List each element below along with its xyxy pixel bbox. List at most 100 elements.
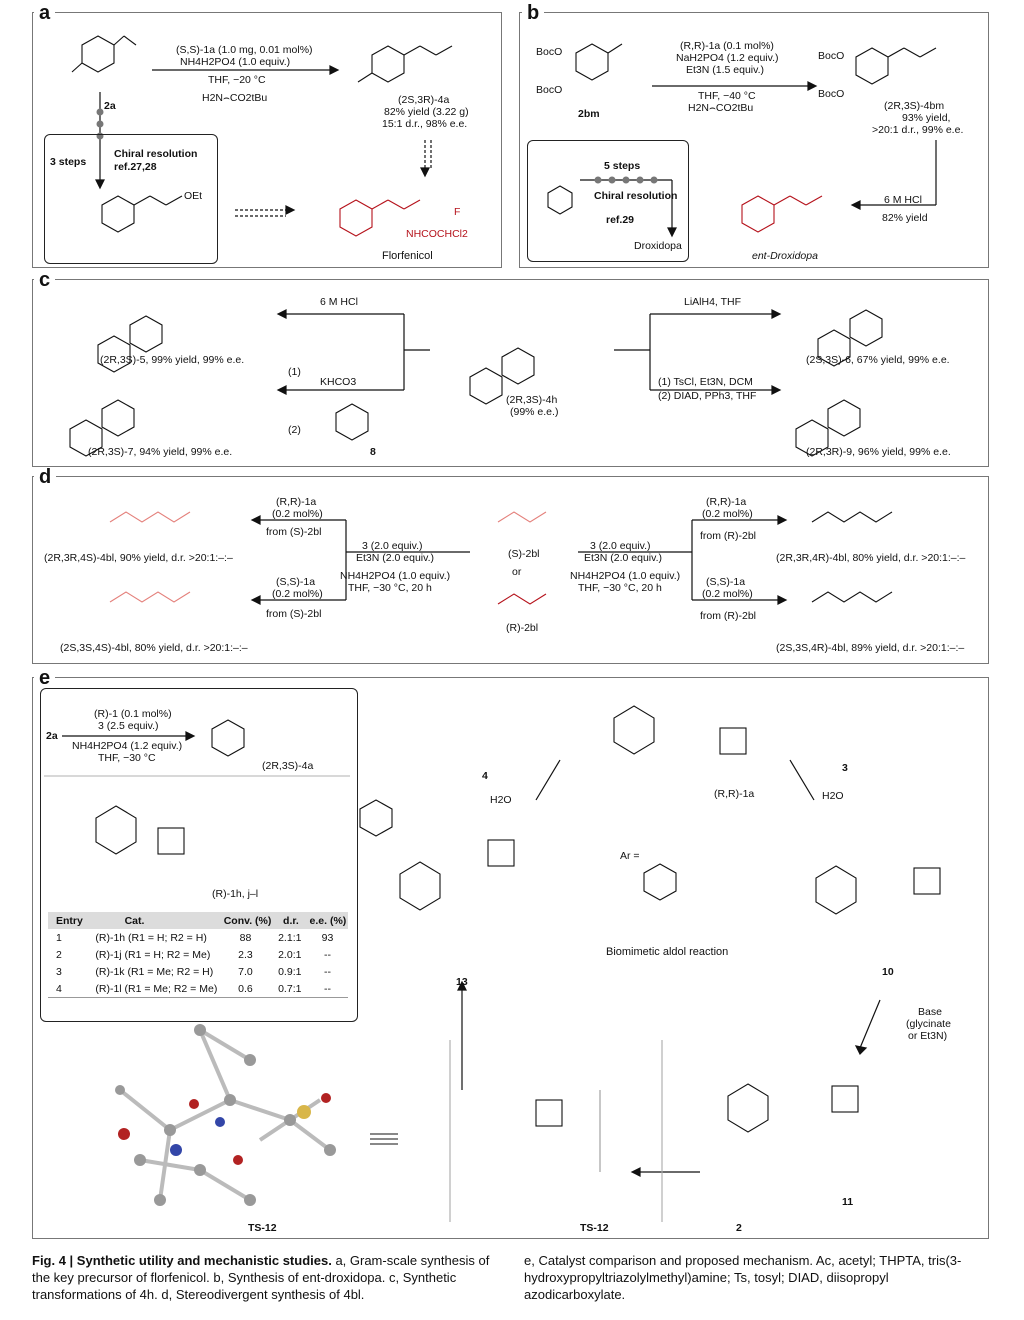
panel-e-int-10: 10: [882, 966, 894, 978]
panel-d-lb-product: (2S,3S,4S)-4bl, 80% yield, d.r. >20:1:–:…: [60, 642, 248, 654]
panel-b-hcl: 6 M HCl: [884, 194, 922, 206]
table-cell: --: [324, 965, 331, 978]
panel-e-int-11: 11: [842, 1196, 854, 1208]
panel-a-product-name: (2S,3R)-4a: [398, 94, 450, 106]
panel-b-cond-4: THF, −40 °C: [698, 90, 756, 102]
panel-e-int-13: 13: [456, 976, 468, 988]
panel-e-cond-3: NH4H2PO4 (1.2 equiv.): [72, 740, 183, 752]
panel-e-base-1: Base: [918, 1006, 942, 1018]
panel-a-reagent: H2N⌢CO2tBu: [202, 92, 268, 104]
panel-c-label: c: [34, 270, 56, 290]
panel-e-ts-label: TS-12: [580, 1222, 609, 1234]
panel-b-reagent: H2N⌢CO2tBu: [688, 102, 754, 114]
panel-e-cat-main: (R,R)-1a: [714, 788, 755, 800]
panel-a-label: a: [34, 3, 56, 23]
panel-a-side-f: F: [454, 206, 461, 218]
panel-b-product-name: (2R,3S)-4bm: [884, 100, 945, 112]
panel-d-rb-product: (2S,3S,4R)-4bl, 89% yield, d.r. >20:1:–:…: [776, 642, 965, 654]
table-cell: 4: [56, 982, 62, 995]
figure-caption-left: Fig. 4 | Synthetic utility and mechanist…: [32, 1252, 492, 1303]
panel-d-lcond-1: 3 (2.0 equiv.): [362, 540, 423, 552]
panel-e-aldol: Biomimetic aldol reaction: [606, 946, 729, 958]
panel-d-lb-cat-1: (S,S)-1a: [276, 576, 316, 588]
panel-d-rt-cat-2: (0.2 mol%): [702, 508, 753, 520]
panel-c-rt-product: (2S,3S)-6, 67% yield, 99% e.e.: [806, 354, 950, 366]
panel-d-rcond-3: NH4H2PO4 (1.0 equiv.): [570, 570, 681, 582]
panel-e-substrate: 2a: [46, 730, 58, 742]
table-row: 1 (R)-1h (R1 = H; R2 = H) 88 2.1:1 93: [48, 929, 348, 946]
table-header-cell: e.e. (%): [309, 914, 347, 927]
table-cell: (R)-1h (R1 = H; R2 = H): [95, 931, 207, 944]
panel-c-lb-product: (2R,3S)-7, 94% yield, 99% e.e.: [88, 446, 233, 458]
panel-d-rcond-2: Et3N (2.0 equiv.): [584, 552, 663, 564]
panel-c-rb-reagent-2: (2) DIAD, PPh3, THF: [658, 390, 757, 402]
panel-c-l-step1: (1): [288, 366, 301, 378]
panel-b-boco-2: BocO: [536, 84, 563, 96]
panel-a-cond-1: (S,S)-1a (1.0 mg, 0.01 mol%): [176, 44, 313, 56]
panel-d-rcond-1: 3 (2.0 equiv.): [590, 540, 651, 552]
table-row: 4 (R)-1l (R1 = Me; R2 = Me) 0.6 0.7:1 --: [48, 980, 348, 998]
panel-e-cond-1: (R)-1 (0.1 mol%): [94, 708, 172, 720]
caption-title: Fig. 4 | Synthetic utility and mechanist…: [32, 1253, 332, 1268]
table-cell: (R)-1j (R1 = H; R2 = Me): [95, 948, 211, 961]
panel-d-rcond-4: THF, −30 °C, 20 h: [578, 582, 662, 594]
panel-a-product-sel: 15:1 d.r., 98% e.e.: [382, 118, 468, 130]
caption-d: d, Stereodivergent synthesis of 4bl.: [161, 1287, 365, 1302]
panel-b-cond-1: (R,R)-1a (0.1 mol%): [680, 40, 774, 52]
figure-caption-right: e, Catalyst comparison and proposed mech…: [524, 1252, 984, 1303]
panel-b-hcl-yield: 82% yield: [882, 212, 928, 224]
panel-e-product: (2R,3S)-4a: [262, 760, 314, 772]
table-header: Entry Cat. Conv. (%) d.r. e.e. (%): [48, 912, 348, 929]
panel-b-boco-1: BocO: [536, 46, 563, 58]
table-cell: 0.7:1: [278, 982, 302, 995]
table-cell: (R)-1k (R1 = Me; R2 = H): [95, 965, 214, 978]
panel-e-ar-def: Ar =: [620, 850, 640, 862]
panel-d-lcond-4: THF, −30 °C, 20 h: [348, 582, 432, 594]
panel-d-lt-cat-1: (R,R)-1a: [276, 496, 317, 508]
caption-e: e, Catalyst comparison and proposed mech…: [524, 1253, 962, 1302]
table-cell: 0.6: [238, 982, 253, 995]
panel-e-catalyst-series: (R)-1h, j–l: [212, 888, 259, 900]
panel-d-rb-cat-2: (0.2 mol%): [702, 588, 753, 600]
panel-e-water-2: H2O: [822, 790, 844, 802]
table-cell: 2: [56, 948, 62, 961]
table-cell: 2.0:1: [278, 948, 302, 961]
panel-d-rb-cat-3: from (R)-2bl: [700, 610, 757, 622]
panel-a-cond-2: NH4H2PO4 (1.0 equiv.): [180, 56, 291, 68]
panel-a-ref: ref.27,28: [114, 161, 157, 173]
table-cell: 88: [239, 931, 252, 944]
panel-a-product-yield: 82% yield (3.22 g): [384, 106, 469, 118]
panel-d-center-bottom: (R)-2bl: [506, 622, 539, 634]
panel-c-rb-product: (2R,3R)-9, 96% yield, 99% e.e.: [806, 446, 951, 458]
panel-d-lt-product: (2R,3R,4S)-4bl, 90% yield, d.r. >20:1:–:…: [44, 552, 233, 564]
panel-d-rb-cat-1: (S,S)-1a: [706, 576, 746, 588]
panel-a: [32, 12, 502, 268]
caption-a: a, Gram-scale synthesis of the key precu…: [32, 1253, 490, 1285]
panel-e-base-3: or Et3N): [908, 1030, 948, 1042]
panel-e-ts3d-label: TS-12: [248, 1222, 277, 1234]
panel-d-rt-cat-1: (R,R)-1a: [706, 496, 747, 508]
panel-d-rt-cat-3: from (R)-2bl: [700, 530, 757, 542]
table-cell: 2.1:1: [278, 931, 302, 944]
panel-c: [32, 279, 989, 467]
panel-d-lt-cat-3: from (S)-2bl: [266, 526, 322, 538]
table-row: 2 (R)-1j (R1 = H; R2 = Me) 2.3 2.0:1 --: [48, 946, 348, 963]
panel-b-droxidopa: Droxidopa: [634, 240, 682, 252]
table-cell: 0.9:1: [278, 965, 302, 978]
table-cell: --: [324, 948, 331, 961]
panel-a-resolution: Chiral resolution: [114, 148, 198, 160]
panel-a-ester: OEt: [184, 190, 203, 202]
panel-c-lt-product: (2R,3S)-5, 99% yield, 99% e.e.: [100, 354, 245, 366]
panel-c-l-step2: (2): [288, 424, 301, 436]
panel-a-target: Florfenicol: [382, 250, 433, 262]
panel-d-lcond-2: Et3N (2.0 equiv.): [356, 552, 435, 564]
panel-a-cond-3: THF, −20 °C: [208, 74, 266, 86]
panel-a-substrate: 2a: [104, 100, 116, 112]
panel-b-product-sel: >20:1 d.r., 99% e.e.: [872, 124, 964, 136]
panel-a-steps: 3 steps: [50, 156, 87, 168]
panel-b-product-yield: 93% yield,: [902, 112, 951, 124]
panel-b-ref: ref.29: [606, 214, 635, 226]
